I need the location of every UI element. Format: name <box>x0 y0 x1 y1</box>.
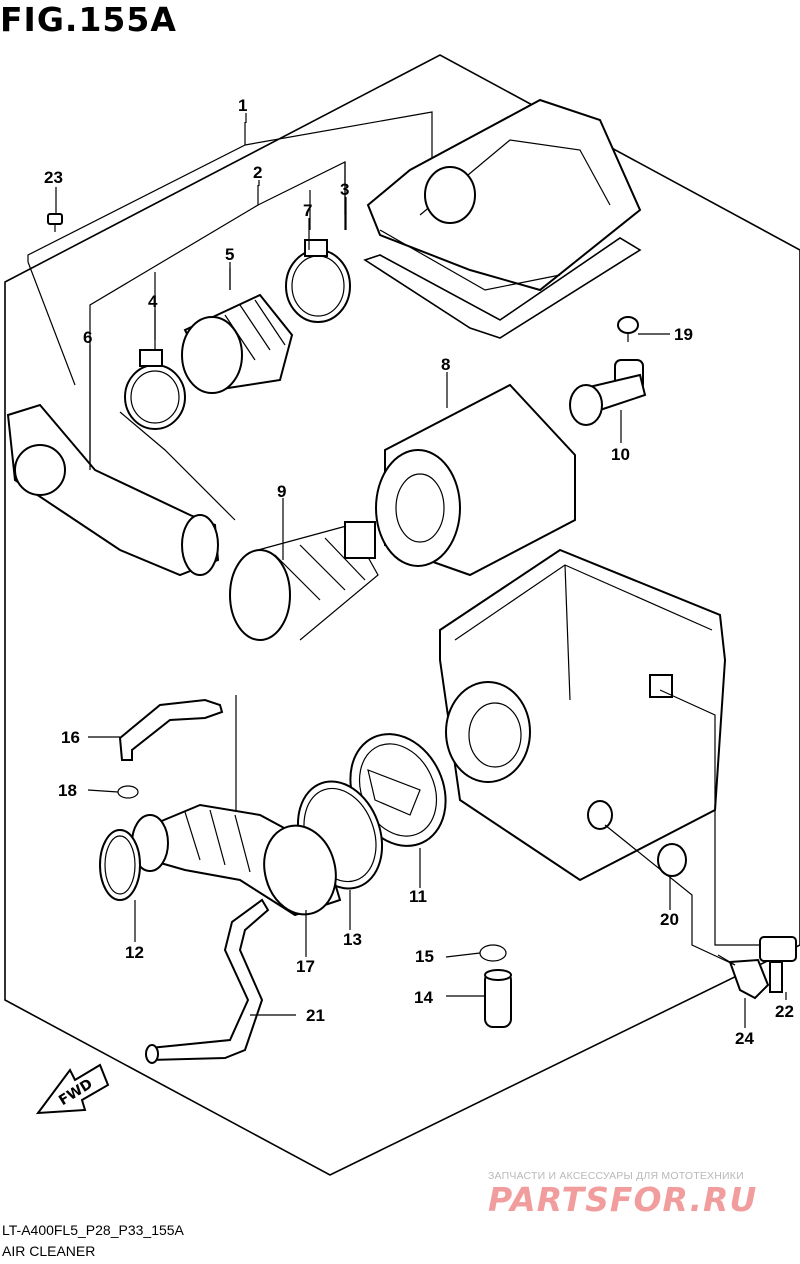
part-19-screw <box>617 316 639 342</box>
part-5-bellows <box>181 293 294 394</box>
part-4-clamp <box>124 349 186 430</box>
callout-8: 8 <box>441 355 450 374</box>
callout-23: 23 <box>44 168 63 187</box>
assembly-boundary <box>4 54 800 1176</box>
part-12-clamp <box>99 829 141 901</box>
callout-14: 14 <box>414 988 433 1007</box>
callout-10: 10 <box>611 445 630 464</box>
part-3-gasket <box>363 237 642 339</box>
part-14-plug <box>484 969 512 1028</box>
callout-20: 20 <box>660 910 679 929</box>
part-9-filter-cage <box>229 521 379 641</box>
callout-11: 11 <box>409 887 427 906</box>
drawing-code: LT-A400FL5_P28_P33_155A <box>2 1222 184 1238</box>
callout-leaders <box>55 113 787 1028</box>
callout-16: 16 <box>61 728 80 747</box>
callout-17: 17 <box>296 957 315 976</box>
watermark-tagline: ЗАПЧАСТИ И АКСЕССУАРЫ ДЛЯ МОТОТЕХНИКИ <box>488 1170 744 1182</box>
watermark-logo: PARTSFOR.RU <box>488 1180 758 1219</box>
callout-numbers: 1 2 3 4 5 6 7 8 9 10 11 12 13 14 15 16 1… <box>44 96 794 1048</box>
part-10-bracket <box>569 359 647 426</box>
part-20-grommet <box>657 843 687 877</box>
part-22-bolt <box>759 936 797 993</box>
drawing-name: AIR CLEANER <box>2 1243 96 1259</box>
fwd-arrow-icon: FWD <box>35 1063 110 1115</box>
part-16-hose <box>118 698 224 761</box>
callout-21: 21 <box>306 1006 325 1025</box>
part-17-intake-tube <box>131 803 342 917</box>
callout-2: 2 <box>253 163 262 182</box>
callout-3: 3 <box>340 180 349 199</box>
part-23-screw <box>47 213 63 232</box>
part-18-clip <box>117 785 139 799</box>
air-cleaner-case <box>439 548 727 882</box>
callout-24: 24 <box>735 1029 754 1048</box>
part-21-drain-hose <box>145 898 270 1064</box>
callout-18: 18 <box>58 781 77 800</box>
connector-line <box>659 689 760 946</box>
connector-line-2 <box>604 824 736 966</box>
part-15-clip <box>479 944 507 962</box>
callout-1: 1 <box>238 96 247 115</box>
figure-title: FIG.155A <box>0 0 177 39</box>
part-7-clamp <box>285 239 351 323</box>
callout-5: 5 <box>225 245 234 264</box>
callout-19: 19 <box>674 325 693 344</box>
callout-4: 4 <box>148 292 158 311</box>
callout-9: 9 <box>277 482 286 501</box>
part-3-cover <box>366 98 642 292</box>
callout-6: 6 <box>83 328 92 347</box>
part-24-clip <box>717 954 770 1000</box>
callout-22: 22 <box>775 1002 794 1021</box>
callout-15: 15 <box>415 947 434 966</box>
callout-12: 12 <box>125 943 144 962</box>
callout-7: 7 <box>303 201 312 220</box>
group-bracket-lines <box>27 111 433 810</box>
callout-13: 13 <box>343 930 362 949</box>
part-8-filter <box>375 383 576 577</box>
part-6-intake-duct <box>6 403 220 577</box>
